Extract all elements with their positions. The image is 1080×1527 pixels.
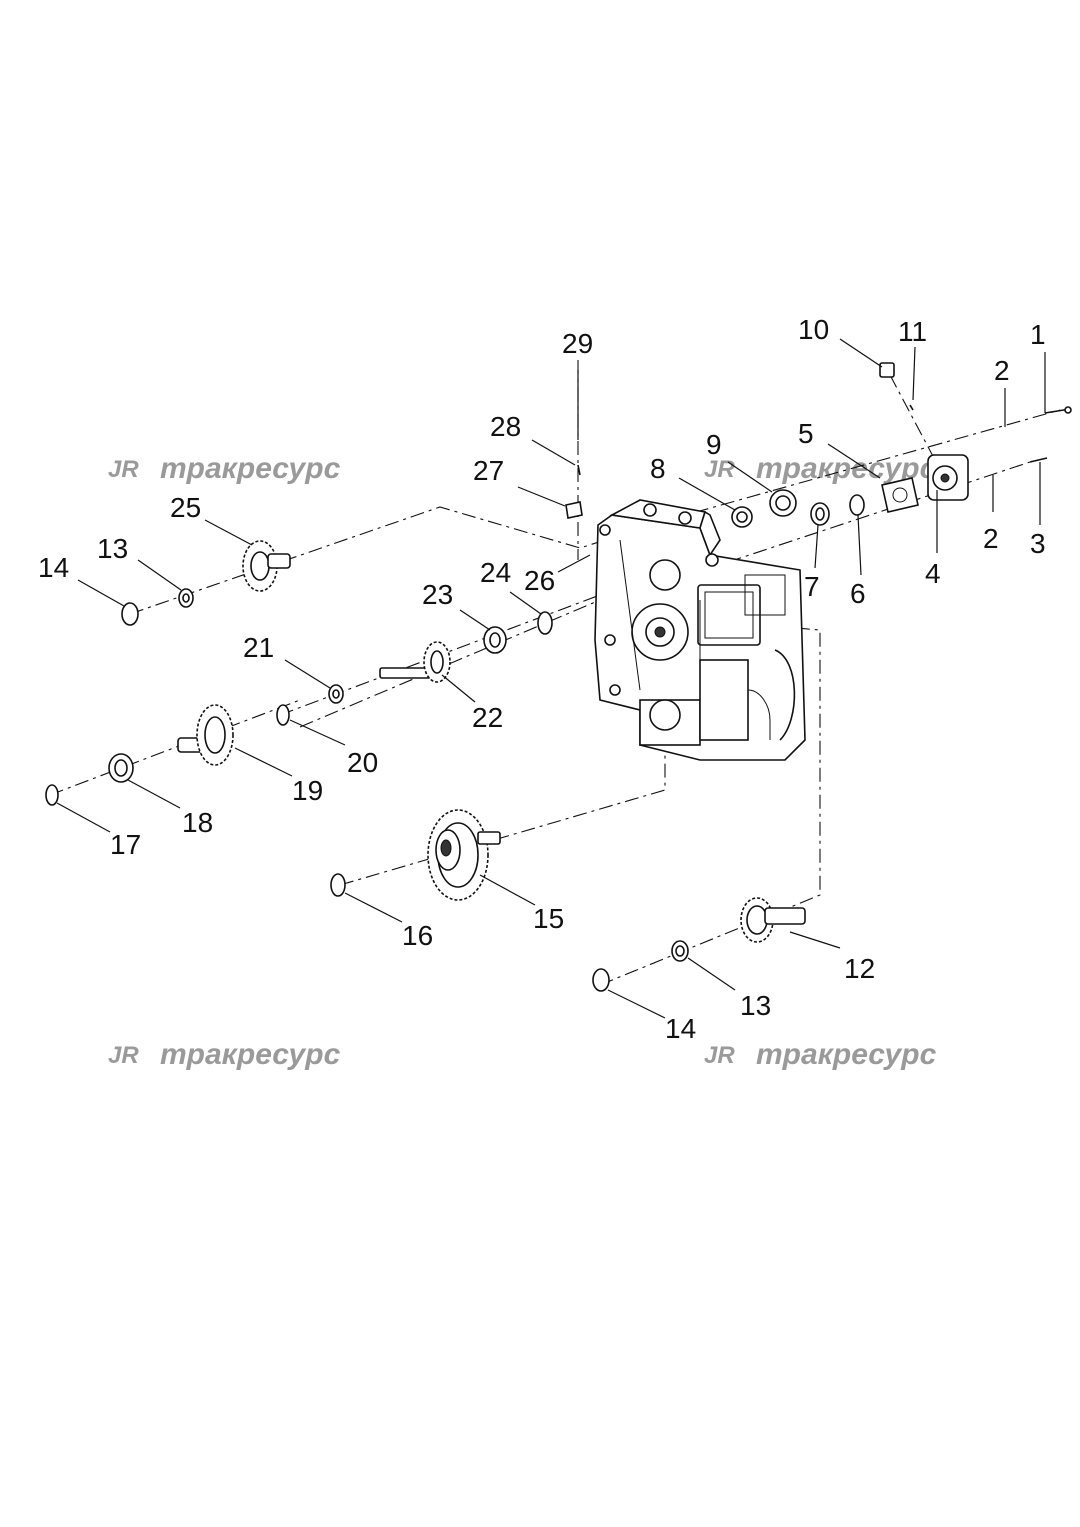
watermark-logo: JR (108, 456, 139, 483)
callout-1: 1 (1030, 319, 1046, 350)
callout-7: 7 (804, 571, 820, 602)
callout-29: 29 (562, 328, 593, 359)
part-24-ring (537, 611, 553, 635)
watermark-bottom-right: JR тракресурс (704, 1038, 937, 1071)
callout-13: 13 (97, 533, 128, 564)
callout-17: 17 (110, 829, 141, 860)
callout-6: 6 (850, 578, 866, 609)
callout-4: 4 (925, 558, 941, 589)
part-1-bolt (1044, 406, 1072, 414)
part-20-ring (276, 704, 290, 726)
callout-8: 8 (650, 453, 666, 484)
part-5-cover (881, 477, 919, 513)
callout-12: 12 (844, 953, 875, 984)
part-15-gear (427, 809, 501, 901)
callout-labels: 1 2 2 3 4 5 6 7 8 9 10 11 12 13 14 15 16… (38, 314, 1046, 1044)
callout-14: 14 (38, 552, 69, 583)
part-10-clip (879, 362, 895, 378)
part-16-ring (330, 873, 346, 897)
callout-20: 20 (347, 747, 378, 778)
part-23-bearing (483, 626, 507, 654)
callout-22: 22 (472, 702, 503, 733)
part-8-bearing (731, 506, 753, 528)
callout-19: 19 (292, 775, 323, 806)
part-13-bearing-upper (178, 588, 194, 608)
part-9-seal (769, 489, 797, 517)
part-21-bearing (328, 684, 344, 704)
part-22-shaft-gear (379, 641, 451, 683)
watermark-text: тракресурс (756, 1038, 937, 1071)
part-14-ring-upper (121, 602, 139, 626)
part-18-seal (108, 753, 134, 783)
part-7-bearing (810, 502, 830, 526)
callout-2: 2 (994, 355, 1010, 386)
watermark-top-left: JR тракресурс (108, 452, 341, 485)
part-19-gear-shaft (177, 704, 234, 766)
part-14-ring-lower (592, 968, 610, 992)
part-25-gear (242, 540, 291, 592)
part-6-ring (849, 494, 865, 516)
callout-26: 26 (524, 565, 555, 596)
part-13-bearing-lower (671, 940, 689, 962)
watermark-logo: JR (704, 456, 735, 483)
part-4-pump (927, 454, 969, 501)
callout-2: 2 (983, 523, 999, 554)
callout-3: 3 (1030, 528, 1046, 559)
callout-27: 27 (473, 455, 504, 486)
watermark-text: тракресурс (160, 452, 341, 485)
callout-24: 24 (480, 557, 511, 588)
callout-14: 14 (665, 1013, 696, 1044)
callout-25: 25 (170, 492, 201, 523)
part-11-pin (909, 404, 914, 411)
part-12-gear (740, 897, 806, 943)
watermark-logo: JR (108, 1042, 139, 1069)
callout-21: 21 (243, 632, 274, 663)
part-27-bracket (565, 501, 583, 519)
callout-13: 13 (740, 990, 771, 1021)
part-28-screw (577, 464, 581, 476)
callout-28: 28 (490, 411, 521, 442)
watermark-text: тракресурс (160, 1038, 341, 1071)
callout-10: 10 (798, 314, 829, 345)
leader-lines (56, 338, 1046, 1019)
watermark-logo: JR (704, 1042, 735, 1069)
callout-18: 18 (182, 807, 213, 838)
part-17-ring (45, 784, 59, 806)
watermark-bottom-left: JR тракресурс (108, 1038, 341, 1071)
part-3-pin (1029, 457, 1048, 463)
callout-11: 11 (898, 316, 927, 347)
callout-15: 15 (533, 903, 564, 934)
transmission-housing (594, 499, 806, 761)
callout-9: 9 (706, 429, 722, 460)
callout-23: 23 (422, 579, 453, 610)
callout-5: 5 (798, 418, 814, 449)
callout-16: 16 (402, 920, 433, 951)
